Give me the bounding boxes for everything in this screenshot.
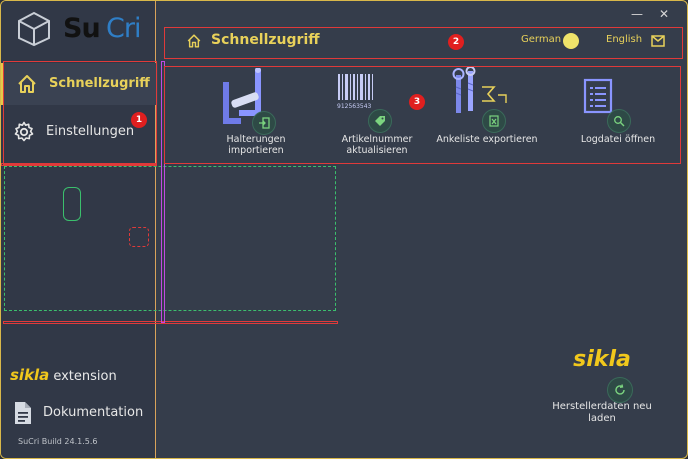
tile-label-line1: Halterungen [226,134,286,145]
sidebar-item-schnellzugriff[interactable]: Schnellzugriff [1,63,158,105]
sikla-brand-text: sikla [10,366,50,384]
anchor-sum-icon [452,67,507,113]
reload-label-line2: laden [588,413,616,424]
sidebar: Su Cri Schnellzugriff Einstellungen sikl… [1,1,158,458]
logfile-icon [583,78,613,114]
documentation-link[interactable]: Dokumentation [11,401,151,425]
page-title: Schnellzugriff [211,32,320,48]
home-icon [18,75,36,93]
tile-label-line1: Ankeliste exportieren [436,134,538,145]
build-version: SuCri Build 24.1.5.6 [18,437,98,446]
sidebar-item-label: Schnellzugriff [49,76,150,91]
documentation-label: Dokumentation [43,405,144,420]
document-icon [15,402,31,424]
excel-icon [482,109,506,133]
close-button[interactable]: ✕ [659,7,670,21]
tag-icon [368,109,392,133]
language-english-label: English [606,34,643,45]
app-logo: Su Cri [17,11,141,49]
logo-cri-text: Cri [106,13,141,44]
page-header: Schnellzugriff 2 German English [164,27,683,59]
quick-tile-ankeliste-exportieren[interactable]: Ankeliste exportieren [426,66,538,161]
sidebar-item-label: Einstellungen [46,124,135,139]
support-bracket-icon [223,68,261,124]
annotation-badge: 2 [448,34,464,50]
cube-logo-icon [18,11,50,47]
quick-tile-logdatei-oeffnen[interactable]: Logdatei öffnen [545,66,655,161]
barcode-number: 912563543 [337,103,372,110]
home-icon [187,34,201,48]
refresh-icon [607,377,633,403]
sikla-brand-logo: sikla [573,347,631,372]
language-toggle[interactable] [563,33,579,49]
import-icon [252,111,276,135]
tile-label-line2: aktualisieren [346,145,408,156]
annotation-badge: 1 [131,112,147,128]
annotation-badge: 3 [409,94,425,110]
search-icon [607,109,631,133]
sidebar-item-einstellungen[interactable]: Einstellungen [1,111,155,153]
logo-su-text: Su [63,13,101,44]
reload-label-line1: Herstellerdaten neu [552,401,652,412]
minimize-button[interactable]: — [631,7,643,21]
barcode-icon: 912563543 [337,74,373,110]
tile-label-line1: Logdatei öffnen [580,134,656,145]
tile-label-line2: importieren [228,145,284,156]
language-german-label: German [521,34,562,45]
mail-icon[interactable] [651,35,665,47]
tile-label-line1: Artikelnummer [341,134,413,145]
gear-icon [14,121,34,142]
extension-label: extension [53,369,117,384]
